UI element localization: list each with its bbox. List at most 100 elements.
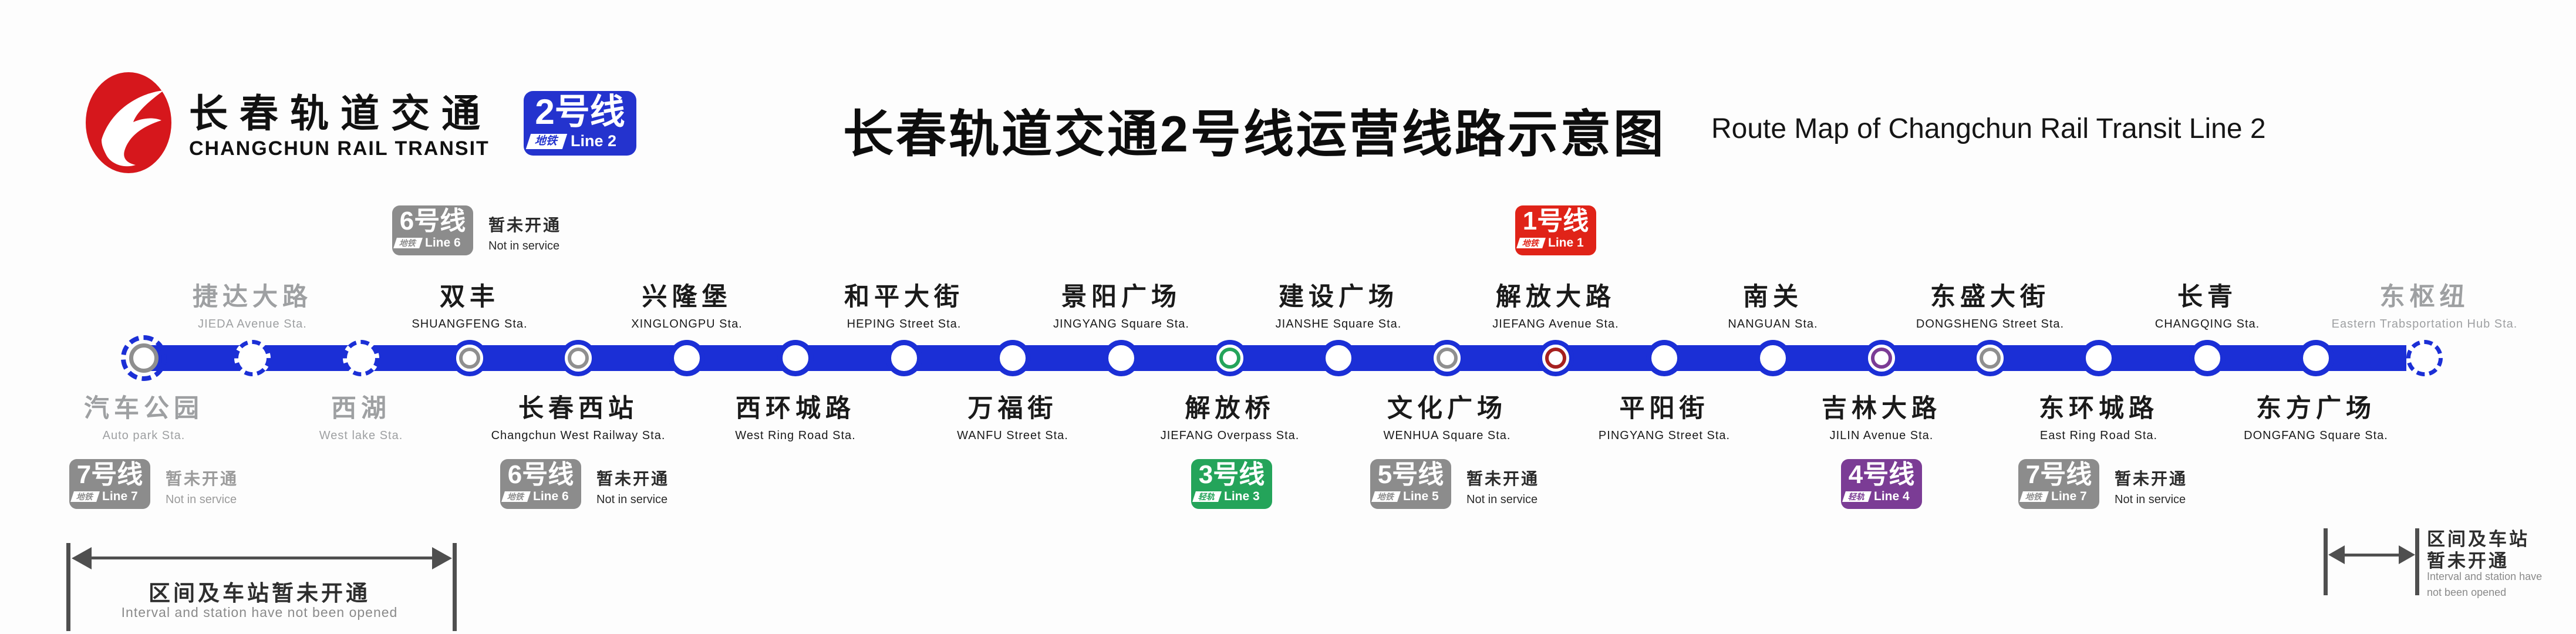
unopened-station-marker [234,340,271,376]
line-2-track [144,345,2406,371]
legend-right-text-cn-2: 暂未开通 [2427,551,2509,571]
note-cn: 暂未开通 [488,216,562,234]
page-title-en: Route Map of Changchun Rail Transit Line… [1711,113,2266,144]
station-label: 汽车公园 Auto park Sta. [0,394,296,443]
transfer-station-marker [1863,340,1900,376]
station-name-en: WENHUA Square Sta. [1383,429,1511,442]
transfer-ring [1545,348,1566,369]
station-marker [1646,340,1683,376]
station-name-en: West lake Sta. [319,429,403,442]
station-name-en: JIANSHE Square Sta. [1275,318,1402,331]
note-cn: 暂未开通 [2115,470,2188,488]
station-label: 文化广场 WENHUA Square Sta. [1294,394,1600,443]
station-name-en: West Ring Road Sta. [735,429,856,442]
station-name-en: JIEFANG Overpass Sta. [1160,429,1300,442]
station-name-en: NANGUAN Sta. [1728,318,1818,331]
station-name-cn: 解放桥 [1185,394,1275,423]
line-badge-en: Line 4 [1874,490,1910,503]
not-in-service-note: 暂未开通 Not in service [488,213,561,253]
line-badge-label: 1号线 [1522,207,1589,235]
line-badge-type-tag: 地铁 [1516,238,1546,248]
line-badge-type-tag: 地铁 [393,238,423,248]
note-cn: 暂未开通 [1466,470,1540,488]
transfer-station-marker [1972,340,2008,376]
transfer-ring [129,343,159,373]
legend-right-text-cn-1: 区间及车站 [2427,529,2530,549]
station-marker [777,340,814,376]
line-badge-en: Line 6 [425,236,461,249]
line-badge-en: Line 7 [2051,490,2087,503]
station-name-cn: 东枢纽 [2379,283,2470,311]
note-en: Not in service [2115,493,2186,506]
station-name-cn: 平阳街 [1619,394,1710,423]
arrow-left-icon [72,547,92,569]
line-2-badge-en: Line 2 [571,132,617,150]
unopened-transfer-terminus-marker [121,335,167,381]
line-2-badge-label: 2号线 [535,92,625,131]
not-in-service-note: 暂未开通 Not in service [166,466,238,507]
station-label: 西湖 West lake Sta. [208,394,514,443]
station-marker [2298,340,2334,376]
transfer-station-marker [1212,340,1248,376]
note-cn: 暂未开通 [166,470,239,488]
station-marker [994,340,1031,376]
legend-double-arrow [88,557,436,559]
line-badge-en: Line 5 [1403,490,1439,503]
note-en: Not in service [488,240,560,252]
line-badge-label: 7号线 [76,460,143,489]
line-2-header-badge: 2号线 地铁 Line 2 [524,91,636,156]
line-badge-en: Line 7 [102,490,138,503]
note-en: Not in service [1466,493,1538,506]
line-badge-label: 4号线 [1848,460,1915,489]
line-badge-label: 3号线 [1198,460,1265,489]
transfer-ring [1980,348,2001,369]
arrow-left-icon [2328,545,2345,564]
legend-bar [66,543,70,631]
note-en: Not in service [166,493,237,506]
transfer-station-marker [1537,340,1574,376]
station-name-cn: 文化广场 [1387,394,1507,423]
station-name-en: Auto park Sta. [102,429,186,442]
station-label: 解放桥 JIEFANG Overpass Sta. [1077,394,1383,443]
changchun-rail-transit-logo-icon [86,72,171,173]
station-marker [2189,340,2226,376]
line-badge-label: 6号线 [507,460,574,489]
station-name-cn: 东方广场 [2256,394,2376,423]
brand-name-cn: 长春轨道交通 [189,92,492,135]
transfer-ring [459,348,480,369]
station-name-cn: 西湖 [331,394,391,423]
legend-right-text-en-1: Interval and station have [2427,571,2543,582]
station-name-cn: 捷达大路 [193,283,312,311]
station-name-en: XINGLONGPU Sta. [631,318,743,331]
station-label: 吉林大路 JILIN Avenue Sta. [1729,394,2034,443]
station-name-en: JILIN Avenue Sta. [1829,429,1934,442]
station-name-cn: 万福街 [967,394,1058,423]
station-name-en: Eastern Trabsportation Hub Sta. [2331,318,2518,331]
transfer-ring [1219,348,1240,369]
station-name-en: SHUANGFENG Sta. [412,318,528,331]
station-marker [886,340,922,376]
station-name-cn: 吉林大路 [1822,394,1941,423]
station-name-cn: 汽车公园 [84,394,204,423]
station-name-en: Changchun West Railway Sta. [491,429,666,442]
legend-bar [2324,528,2328,595]
station-name-en: CHANGQING Sta. [2154,318,2260,331]
arrow-right-icon [2399,545,2415,564]
station-marker [1755,340,1791,376]
station-name-en: JIEFANG Avenue Sta. [1492,318,1619,331]
station-name-en: JINGYANG Square Sta. [1053,318,1189,331]
line-badge-label: 5号线 [1377,460,1444,489]
